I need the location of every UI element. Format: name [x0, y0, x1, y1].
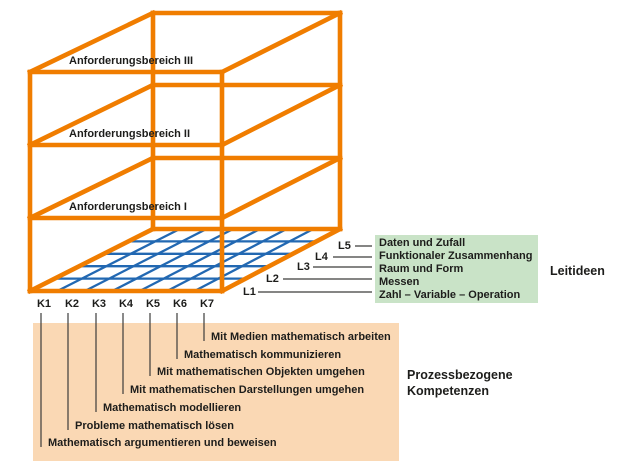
kompetenzen-leader-lines [40, 313, 205, 447]
leitidee-item: Daten und Zufall [379, 237, 466, 249]
k-code-k6: K6 [172, 298, 188, 310]
k-code-k3: K3 [91, 298, 107, 310]
kompetenz-item-k2: Probleme mathematisch lösen [75, 420, 234, 432]
leitidee-item: Zahl – Variable – Operation [379, 289, 521, 301]
leitideen-leader-lines [258, 245, 372, 293]
kompetenz-item-k4: Mit mathematischen Darstellungen umgehen [130, 384, 365, 396]
leitideen-box: Daten und Zufall Funktionaler Zusammenha… [375, 235, 538, 303]
level-label-anforderungsbereich-1: Anforderungsbereich I [69, 201, 187, 213]
level-label-anforderungsbereich-3: Anforderungsbereich III [69, 55, 194, 67]
kompetenz-item-k7: Mit Medien mathematisch arbeiten [211, 331, 391, 343]
leitidee-item: Raum und Form [379, 263, 464, 275]
cube-frame [26, 9, 344, 295]
level-label-anforderungsbereich-2: Anforderungsbereich II [69, 128, 191, 140]
l-code-l5: L5 [338, 240, 351, 252]
kompetenzen-heading-line2: Kompetenzen [407, 383, 489, 398]
k-code-k1: K1 [36, 298, 52, 310]
competency-leitideen-grid [54, 227, 317, 293]
kompetenzen-heading: Prozessbezogene Kompetenzen [407, 368, 513, 399]
l-code-l1: L1 [243, 286, 256, 298]
k-code-k7: K7 [199, 298, 215, 310]
kompetenzen-box [33, 323, 399, 461]
leitidee-item: Messen [379, 276, 420, 288]
leitideen-heading: Leitideen [550, 264, 605, 278]
kompetenzen-heading-line1: Prozessbezogene [407, 368, 513, 382]
leitidee-item: Funktionaler Zusammenhang [379, 250, 533, 262]
kompetenz-item-k1: Mathematisch argumentieren und beweisen [48, 437, 277, 449]
kompetenz-item-k5: Mit mathematischen Objekten umgehen [157, 366, 365, 378]
l-code-l3: L3 [297, 261, 310, 273]
l-code-l2: L2 [266, 273, 279, 285]
k-code-k2: K2 [64, 298, 80, 310]
kompetenz-item-k3: Mathematisch modellieren [103, 402, 242, 414]
kompetenz-item-k6: Mathematisch kommunizieren [184, 349, 342, 361]
k-code-k4: K4 [118, 298, 134, 310]
k-code-k5: K5 [145, 298, 161, 310]
l-code-l4: L4 [315, 251, 328, 263]
